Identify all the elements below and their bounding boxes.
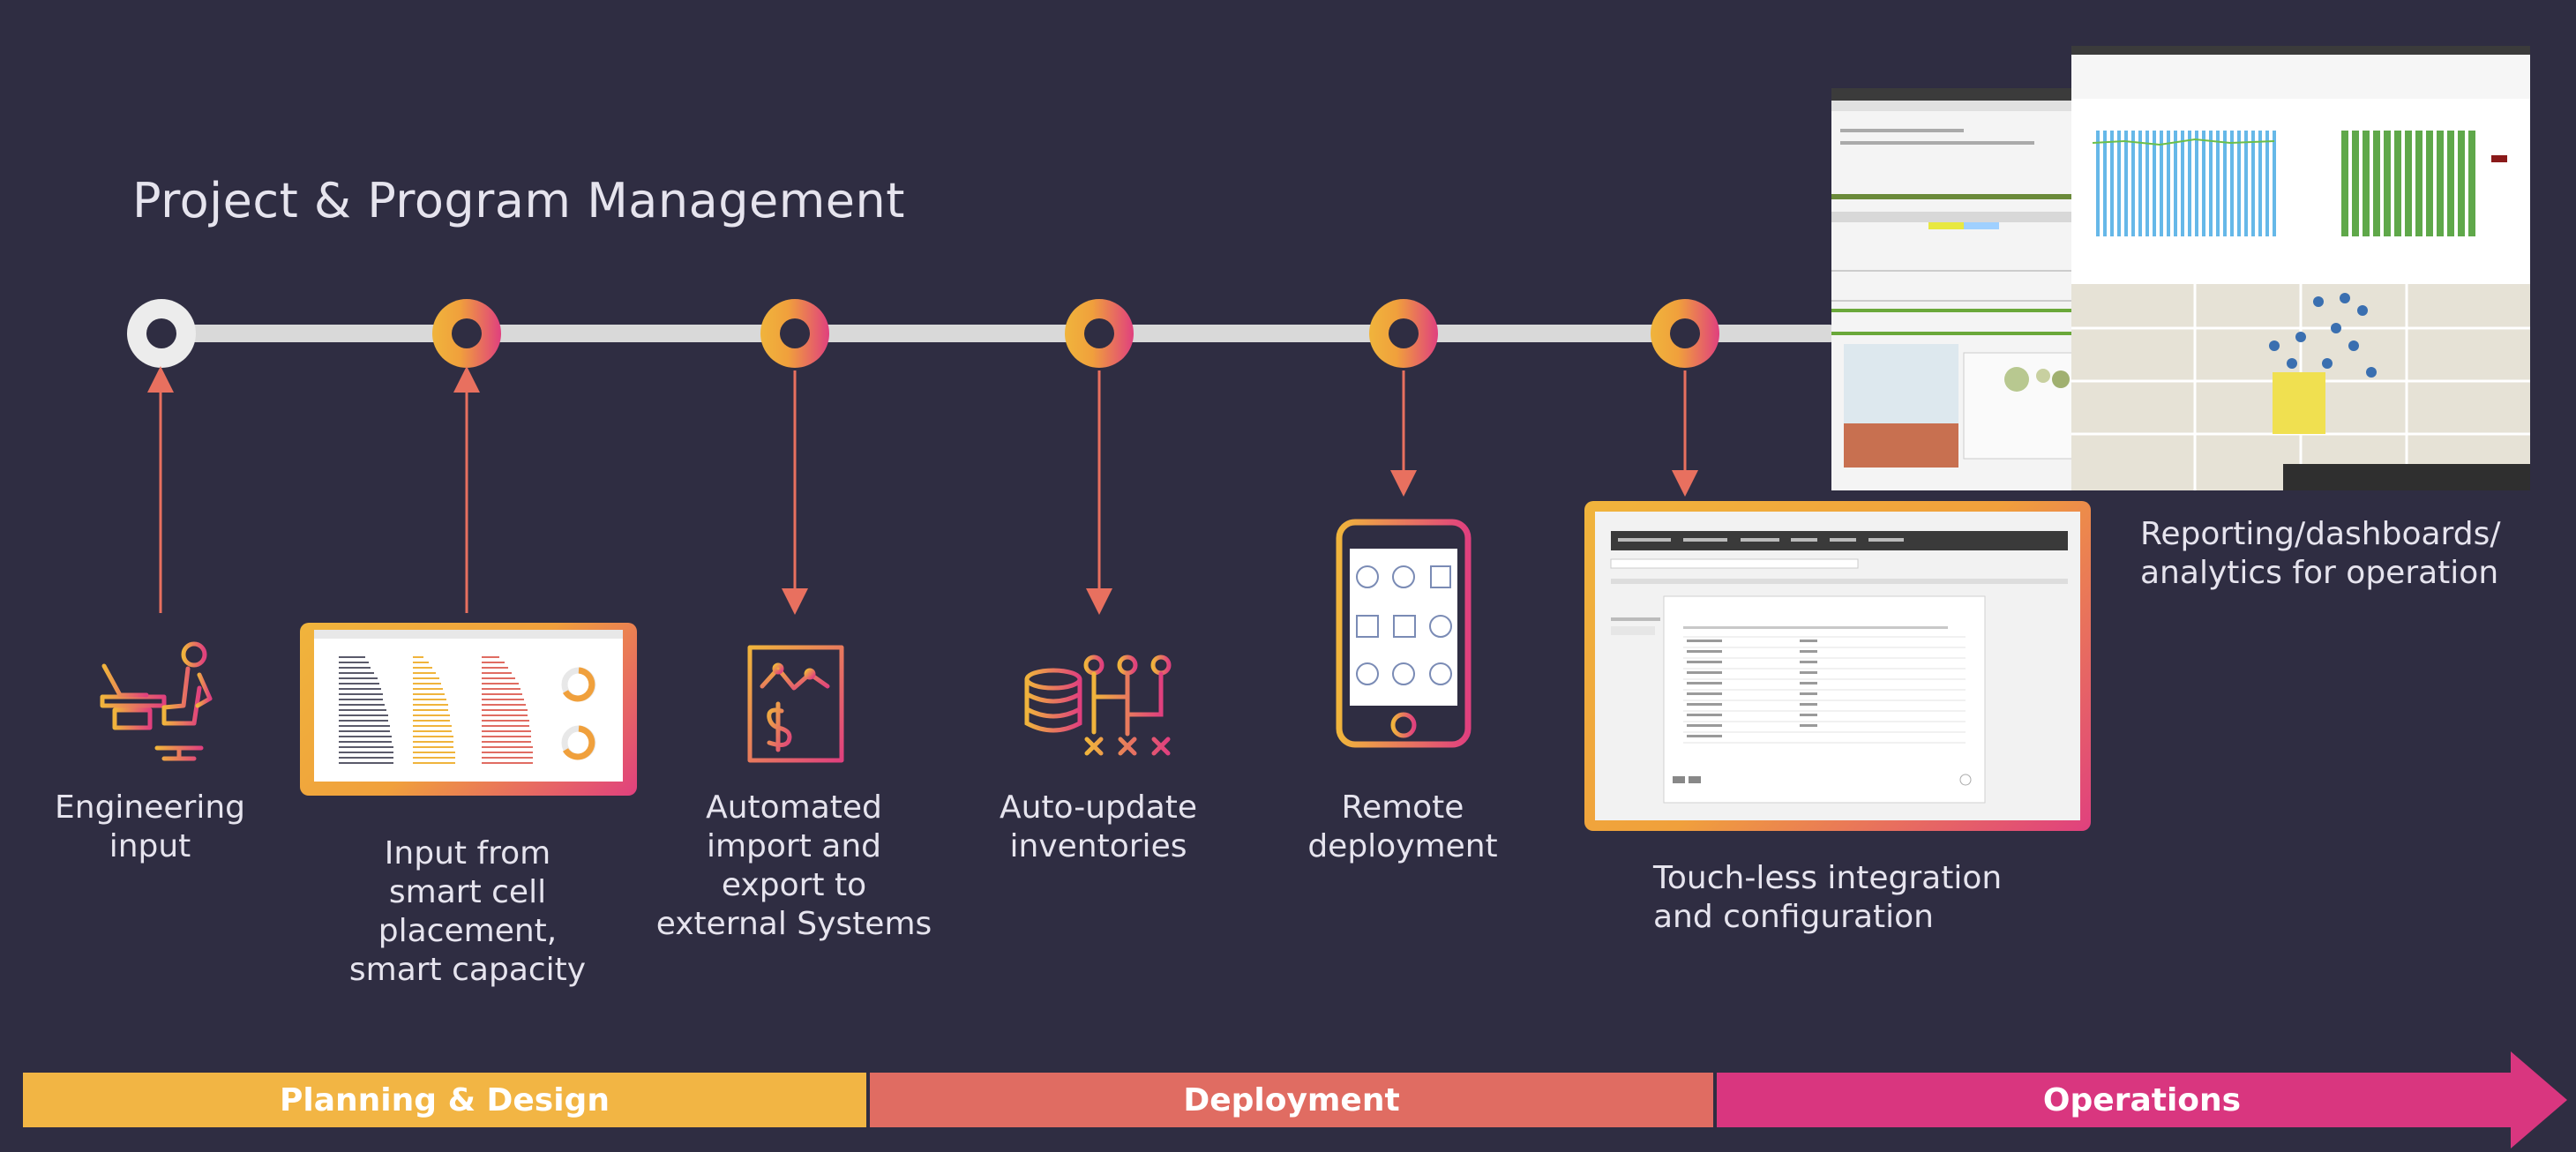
engineer-at-desk-icon	[100, 641, 213, 763]
phase-operations-label: Operations	[2042, 1081, 2242, 1118]
document-finance-icon	[747, 645, 844, 763]
label-auto-update-inventories: Auto-update inventories	[999, 789, 1198, 864]
label-automated-import-export: Automated import and export to external …	[655, 789, 932, 942]
timeline-node-5	[1369, 299, 1438, 368]
timeline-node-3	[760, 299, 829, 368]
phase-deployment-label: Deployment	[1183, 1081, 1400, 1118]
operations-arrow-shape	[1717, 1051, 2567, 1148]
phase-planning-design-label: Planning & Design	[280, 1081, 610, 1118]
smartphone-app-icon	[1336, 519, 1471, 748]
cell-placement-dashboard-screenshot	[314, 630, 623, 782]
label-smart-cell-input: Input from smart cell placement, smart c…	[348, 835, 587, 988]
timeline-node-6	[1651, 299, 1719, 368]
label-remote-deployment: Remote deployment	[1307, 789, 1498, 864]
timeline-node-2	[432, 299, 501, 368]
timeline-node-4	[1065, 299, 1134, 368]
label-touchless-integration: Touch-less integration and configuration	[1653, 860, 2003, 935]
label-engineering-input: Engineering input	[55, 789, 245, 864]
integration-table-screenshot	[1595, 512, 2080, 820]
database-network-icon	[1024, 655, 1172, 756]
page-title: Project & Program Management	[132, 173, 905, 228]
label-reporting-dashboards: Reporting/dashboards/ analytics for oper…	[2140, 516, 2501, 591]
phase-planning-design: Planning & Design	[23, 1073, 866, 1127]
timeline-node-1	[127, 299, 196, 368]
dashboard-map-screenshot	[2071, 46, 2530, 490]
phase-deployment: Deployment	[870, 1073, 1713, 1127]
phase-operations: Operations	[1717, 1051, 2567, 1148]
